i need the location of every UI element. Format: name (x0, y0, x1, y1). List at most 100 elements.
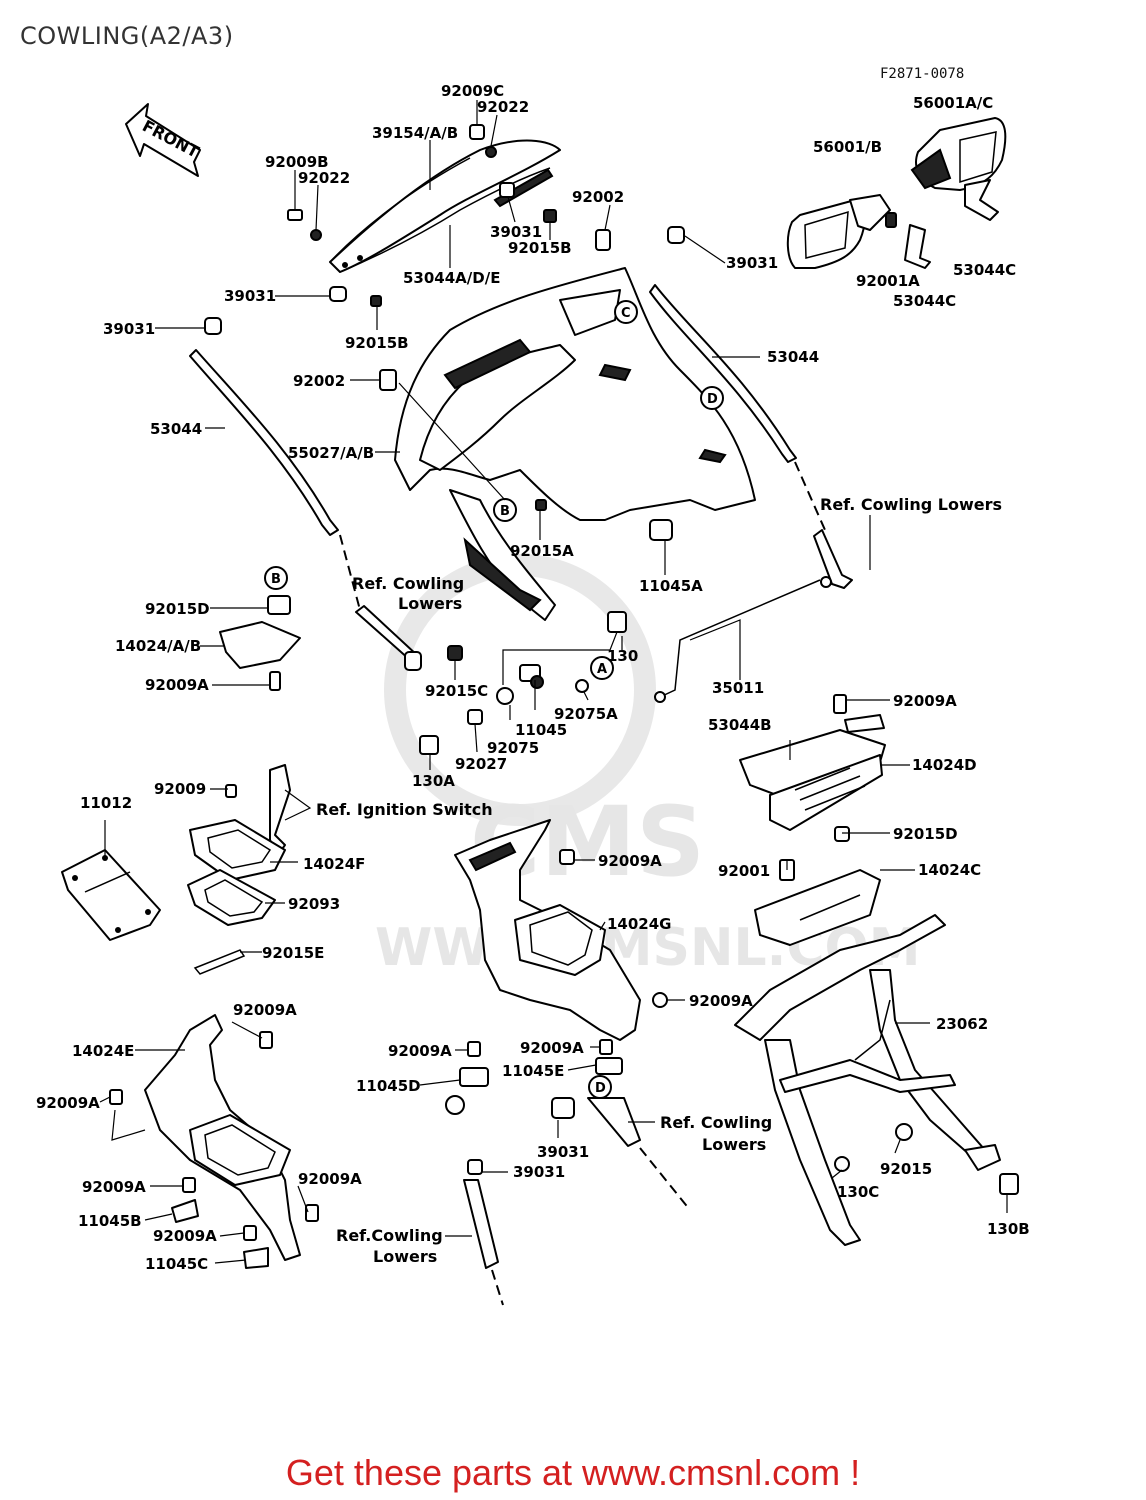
label-11045c: 11045C (145, 1255, 208, 1273)
label-92015b-center: 92015B (508, 239, 572, 257)
marker-b-upper-label: B (500, 504, 510, 519)
marker-b-upper (493, 498, 517, 522)
label-92009a-lower-right: 92009A (298, 1170, 362, 1188)
marker-d-upper (700, 386, 724, 410)
marker-d-lower (588, 1075, 612, 1099)
label-92022-top: 92022 (477, 98, 529, 116)
seal-14024f (189, 819, 286, 881)
label-11045d: 11045D (356, 1077, 421, 1095)
fasteners (109, 124, 1019, 1306)
inner-panel-g (454, 819, 641, 1041)
mirror-left (786, 194, 891, 269)
trim-strip-left (189, 349, 422, 671)
trim-strip-right (649, 284, 853, 589)
ref-cowling-lowers-right: Ref. Cowling Lowers (820, 495, 1002, 514)
label-92015a: 92015A (510, 542, 574, 560)
page-title: COWLING(A2/A3) (20, 22, 234, 50)
marker-a-label: A (597, 662, 607, 677)
part-labels: 92009C 92022 39154/A/B 92009B 92022 3903… (36, 82, 1030, 1273)
inner-panel-c (754, 869, 881, 946)
marker-c-label: C (621, 306, 631, 321)
meter-panel-upper (739, 729, 886, 831)
ref-cowling-lowers-left-1: Ref.Cowling (336, 1226, 443, 1245)
label-92075: 92075 (487, 739, 539, 757)
label-92093: 92093 (288, 895, 340, 913)
label-92015c: 92015C (425, 682, 488, 700)
mirror-rubber-caps (904, 179, 999, 269)
label-92015: 92015 (880, 1160, 932, 1178)
label-53044b: 53044B (708, 716, 772, 734)
label-92002-top: 92002 (572, 188, 624, 206)
ref-cowling-lowers-lower-2: Lowers (702, 1135, 766, 1154)
figure-code: F2871-0078 (880, 66, 965, 82)
label-14024e: 14024E (72, 1042, 134, 1060)
label-14024c: 14024C (918, 861, 981, 879)
label-92015d-left: 92015D (145, 600, 210, 618)
circle-markers: C D B B A D (264, 300, 724, 1099)
label-92009a-center-right: 92009A (689, 992, 753, 1010)
label-92009c: 92009C (441, 82, 504, 100)
label-14024f: 14024F (303, 855, 365, 873)
label-11012: 11012 (80, 794, 132, 812)
label-23062: 23062 (936, 1015, 988, 1033)
label-130b: 130B (987, 1220, 1030, 1238)
label-56001ac: 56001A/C (913, 94, 993, 112)
label-11045a: 11045A (639, 577, 703, 595)
label-92009a-center-top: 92009A (598, 852, 662, 870)
label-53044ade: 53044A/D/E (403, 269, 500, 287)
label-92009a-lower-left-bottom: 92009A (153, 1227, 217, 1245)
marker-d-lower-label: D (595, 1081, 606, 1096)
label-92009a-center-left: 92009A (388, 1042, 452, 1060)
inner-panel-e (144, 1014, 301, 1261)
label-92009a-lower-left-mid: 92009A (82, 1178, 146, 1196)
ref-cowling-lowers-center-2: Lowers (398, 594, 462, 613)
label-92027: 92027 (455, 755, 507, 773)
label-130c: 130C (837, 1183, 879, 1201)
label-92009a-center-mid: 92009A (520, 1039, 584, 1057)
footer-cta[interactable]: Get these parts at www.cmsnl.com ! (285, 1452, 861, 1493)
label-92015d-right: 92015D (893, 825, 958, 843)
label-35011: 35011 (712, 679, 764, 697)
label-92015b-left: 92015B (345, 334, 409, 352)
marker-c (614, 300, 638, 324)
label-14024g: 14024G (607, 915, 672, 933)
label-92009a-left: 92009A (145, 676, 209, 694)
ref-cowling-lowers-left-2: Lowers (373, 1247, 437, 1266)
marker-d-upper-label: D (707, 392, 718, 407)
label-39154: 39154/A/B (372, 124, 458, 142)
label-56001b: 56001/B (813, 138, 882, 156)
label-39031-far-left: 39031 (103, 320, 155, 338)
upper-cowling (394, 267, 756, 621)
label-92001a: 92001A (856, 272, 920, 290)
label-53044c-right: 53044C (953, 261, 1016, 279)
label-92015e: 92015E (262, 944, 324, 962)
ref-ignition-switch: Ref. Ignition Switch (316, 800, 493, 819)
label-92002-left: 92002 (293, 372, 345, 390)
label-92001: 92001 (718, 862, 770, 880)
label-92075a: 92075A (554, 705, 618, 723)
label-92009a-lower-left-top: 92009A (233, 1001, 297, 1019)
label-92009a-far-left: 92009A (36, 1094, 100, 1112)
label-92009: 92009 (154, 780, 206, 798)
label-39031-right: 39031 (726, 254, 778, 272)
label-39031-lower-center: 39031 (537, 1143, 589, 1161)
label-11045: 11045 (515, 721, 567, 739)
ref-cowling-lowers-lower-1: Ref. Cowling (660, 1113, 772, 1132)
cowling-bracket (734, 914, 1001, 1246)
label-39031-lower-left: 39031 (513, 1163, 565, 1181)
label-14024d: 14024D (912, 756, 977, 774)
leader-lines (99, 100, 1008, 1264)
mirror-right (910, 117, 1007, 191)
marker-a (590, 656, 614, 680)
label-11045b: 11045B (78, 1212, 142, 1230)
ref-cowling-lowers-center-1: Ref. Cowling (352, 574, 464, 593)
seal-92093 (187, 869, 276, 926)
label-92009b: 92009B (265, 153, 329, 171)
label-14024ab: 14024/A/B (115, 637, 201, 655)
label-130a: 130A (412, 772, 455, 790)
label-11045e: 11045E (502, 1062, 564, 1080)
label-53044c-left: 53044C (893, 292, 956, 310)
label-53044-left: 53044 (150, 420, 202, 438)
